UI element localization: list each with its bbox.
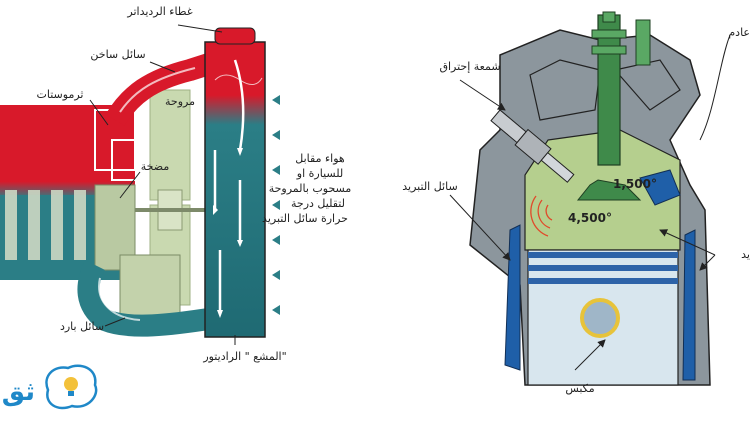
right-engine-diagram: 1,500° 4,500° شمعة إحتراق سائل التبريد ع…: [402, 11, 750, 395]
air-arrows: [272, 95, 280, 315]
label-piston: مكبس: [565, 382, 594, 395]
lightbulb-icon: [45, 364, 98, 410]
air-note-line-1: هواء مقابل: [295, 152, 345, 165]
label-spark-plug: شمعة إحتراق: [439, 60, 500, 73]
coolant-passage-left: [504, 224, 521, 371]
label-pump: مضخة: [141, 160, 170, 173]
temp-exhaust: 1,500°: [613, 177, 657, 191]
watermark-text: ثق: [2, 377, 35, 407]
label-hot-liquid: سائل ساخن: [90, 48, 145, 61]
piston-pin: [580, 298, 620, 338]
label-thermostat: ثرموستات: [37, 88, 84, 101]
air-note-line-4: لتقليل درجة: [291, 197, 345, 210]
label-radiator: المشع " الراديتور": [202, 350, 286, 363]
label-cold-liquid: سائل بارد: [60, 320, 104, 333]
thermostat-housing: [94, 51, 219, 181]
air-note-line-2: للسيارة او: [296, 167, 343, 180]
watermark-logo: ثق: [2, 364, 98, 410]
label-radiator-cap: غطاء الرديداتر: [126, 5, 192, 18]
exhaust-valve: [576, 11, 651, 201]
label-coolant-partial: يد: [741, 248, 750, 261]
cold-hose: [77, 260, 217, 337]
air-note-line-3: مسحوب بالمروحة: [269, 182, 352, 195]
coolant-passage-top: [639, 169, 681, 206]
air-note-line-5: حرارة سائل التبريد: [262, 212, 348, 225]
coolant-passage-right: [682, 229, 696, 381]
radiator: [204, 27, 266, 338]
spark-plug: [490, 109, 575, 183]
label-fan: مروحة: [165, 95, 195, 108]
label-coolant: سائل التبريد: [402, 180, 457, 193]
label-exhaust-partial: عادم: [728, 26, 750, 39]
piston: [527, 249, 679, 386]
spark-waves: [530, 195, 553, 237]
temp-combustion: 4,500°: [568, 211, 612, 225]
left-cooling-diagram: غطاء الرديداتر سائل ساخن ثرموستات مروحة …: [0, 5, 351, 363]
